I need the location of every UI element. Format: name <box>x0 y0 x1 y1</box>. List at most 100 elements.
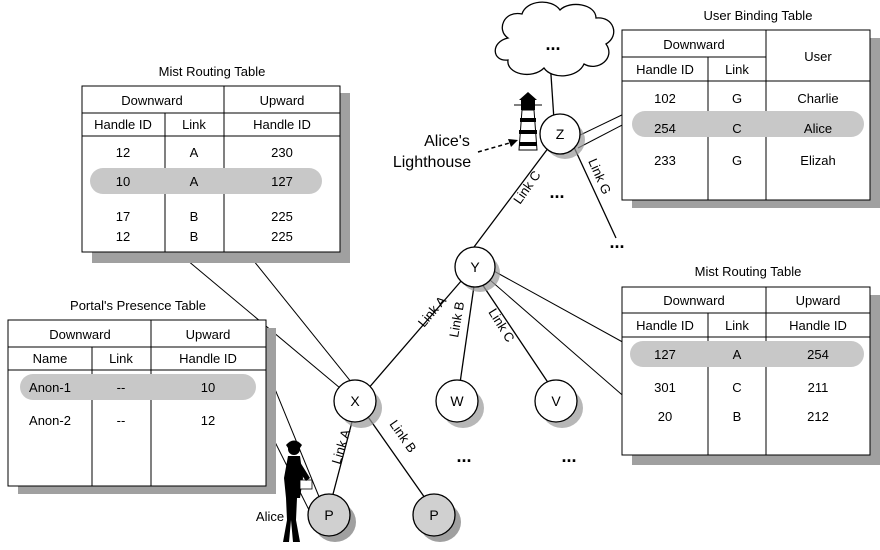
user-binding-table: User Binding Table Downward User Handle … <box>621 8 880 208</box>
col-group-upward: Upward <box>796 293 841 308</box>
link-label-c-top: Link C <box>510 168 543 207</box>
cell-up: 12 <box>201 413 215 428</box>
node-z-label: Z <box>556 126 565 142</box>
col-user: User <box>804 49 832 64</box>
highlight-row <box>20 374 256 400</box>
ellipsis-below-z: ... <box>549 182 564 202</box>
highlight-row <box>630 341 864 367</box>
cell-up: 10 <box>201 380 215 395</box>
col-link: Link <box>109 351 133 366</box>
cell-up: 225 <box>271 229 293 244</box>
cell-link: B <box>733 409 742 424</box>
cell-handle: 102 <box>654 91 676 106</box>
node-v: V <box>534 379 583 428</box>
edge-x-y <box>366 279 463 391</box>
tree-edges <box>331 59 617 499</box>
node-x-label: X <box>350 393 360 409</box>
col-link: Link <box>725 62 749 77</box>
cell-handle: 10 <box>116 174 130 189</box>
node-p: P <box>412 493 461 542</box>
lighthouse-label-line2: Lighthouse <box>393 154 471 171</box>
lighthouse-icon <box>514 92 542 151</box>
col-link: Link <box>182 117 206 132</box>
link-label-a-bot: Link A <box>329 427 354 466</box>
cell-link: -- <box>117 380 126 395</box>
cell-up: 254 <box>807 347 829 362</box>
cell-up: 211 <box>808 380 829 395</box>
cell-up: 225 <box>271 209 293 224</box>
edge-z-g <box>572 144 617 239</box>
col-group-upward: Upward <box>186 327 231 342</box>
cell-link: B <box>190 209 199 224</box>
cell-handle: 17 <box>116 209 130 224</box>
col-group-downward: Downward <box>663 293 724 308</box>
edge-x-p2 <box>365 413 426 499</box>
col-link: Link <box>725 318 749 333</box>
cell-handle: 233 <box>654 153 676 168</box>
col-up-handle-id: Handle ID <box>253 117 311 132</box>
node-p-alice: P <box>307 493 356 542</box>
node-w: W <box>435 379 484 428</box>
connector-mist-left-to-x <box>174 249 341 389</box>
cell-user: Charlie <box>797 91 838 106</box>
portal-presence-table: Portal's Presence Table Downward Upward … <box>7 298 276 494</box>
cell-link: B <box>190 229 199 244</box>
cell-handle: 127 <box>654 347 676 362</box>
edge-y-z <box>473 146 550 248</box>
node-y-label: Y <box>470 259 480 275</box>
cell-handle: 12 <box>116 229 130 244</box>
tree-nodes: Z Y X W V P <box>307 113 585 542</box>
cloud-shape <box>494 1 615 77</box>
table-frame <box>7 319 267 487</box>
table-frame <box>621 286 871 456</box>
col-handle-id: Handle ID <box>636 62 694 77</box>
col-handle-id: Handle ID <box>94 117 152 132</box>
cell-link: G <box>732 91 742 106</box>
link-label-b-mid: Link B <box>446 300 467 338</box>
connector-mist-right-to-y-2 <box>489 279 629 401</box>
cloud: ... <box>494 1 615 77</box>
cell-link: A <box>733 347 742 362</box>
col-up-handle-id: Handle ID <box>789 318 847 333</box>
node-p-label: P <box>429 507 438 523</box>
node-z: Z <box>539 113 585 159</box>
col-group-downward: Downward <box>49 327 110 342</box>
node-y: Y <box>454 246 500 292</box>
table-connectors <box>174 111 629 513</box>
link-label-g: Link G <box>585 156 614 196</box>
node-w-label: W <box>450 393 464 409</box>
col-group-downward: Downward <box>663 37 724 52</box>
link-label-a-top: Link A <box>415 293 449 330</box>
highlight-row <box>90 168 322 194</box>
cell-up: 127 <box>271 174 293 189</box>
cell-handle: 12 <box>116 145 130 160</box>
cloud-ellipsis: ... <box>545 34 560 54</box>
mist-routing-table-right: Mist Routing Table Downward Upward Handl… <box>621 264 880 465</box>
alice-figure-icon <box>283 440 313 542</box>
lighthouse-label-line1: Alice's <box>424 133 470 150</box>
ellipsis-below-w: ... <box>456 446 471 466</box>
lighthouse-arrow <box>477 139 518 153</box>
node-x: X <box>333 379 382 428</box>
cell-link: A <box>190 145 199 160</box>
cell-name: Anon-1 <box>29 380 71 395</box>
cell-handle: 254 <box>654 121 676 136</box>
edge-y-v <box>481 283 554 391</box>
mist-table-left-title: Mist Routing Table <box>159 64 266 79</box>
cell-handle: 20 <box>658 409 672 424</box>
ellipsis-below-v: ... <box>561 446 576 466</box>
col-group-upward: Upward <box>260 93 305 108</box>
edge-y-w <box>458 285 475 391</box>
col-group-downward: Downward <box>121 93 182 108</box>
connector-mist-left-to-x-2 <box>244 249 353 384</box>
node-v-label: V <box>551 393 561 409</box>
cell-link: A <box>190 174 199 189</box>
connector-portal-to-p <box>267 371 323 505</box>
mist-table-right-title: Mist Routing Table <box>695 264 802 279</box>
alice-label: Alice <box>256 509 284 524</box>
cell-link: C <box>732 121 741 136</box>
user-binding-table-title: User Binding Table <box>704 8 813 23</box>
cell-link: C <box>732 380 741 395</box>
edge-x-p1 <box>331 417 354 499</box>
